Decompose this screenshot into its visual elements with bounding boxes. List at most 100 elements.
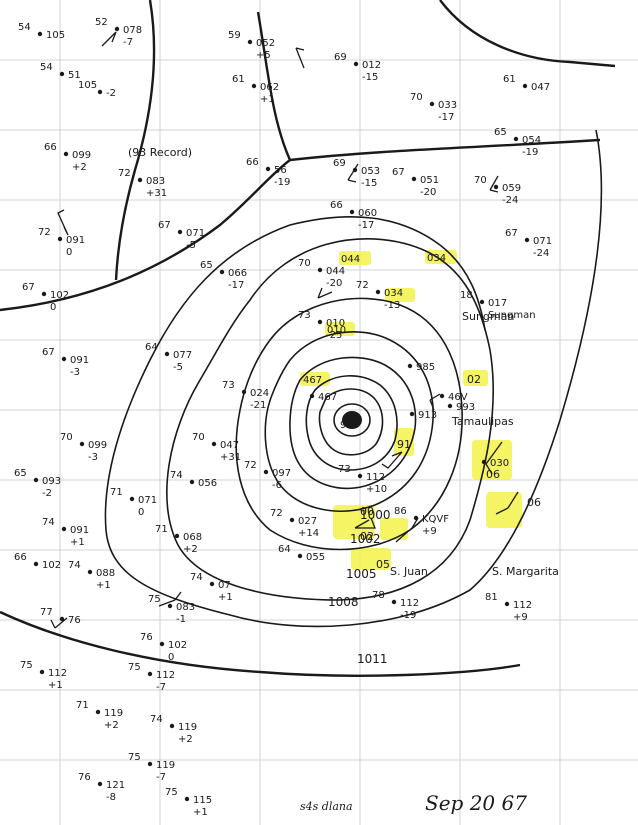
station-dot — [79, 441, 85, 447]
station-bottom-value: -5 — [173, 362, 183, 373]
station-top-value: 70 — [410, 92, 423, 103]
station-dot — [147, 761, 153, 767]
station-bottom-value: Sungman — [488, 310, 536, 321]
station-mid-value: 088 — [96, 568, 115, 579]
station-bottom-value: +2 — [104, 720, 119, 731]
station-bottom-value: 0 — [138, 507, 144, 518]
station-bottom-value: -15 — [362, 72, 378, 83]
station-mid-value: 112 — [400, 598, 419, 609]
station-top-value: 75 — [148, 594, 161, 605]
station-bottom-value: +1 — [96, 580, 111, 591]
station-bottom-value: -7 — [123, 37, 133, 48]
station-dot — [413, 515, 419, 521]
station-bottom-value: -17 — [438, 112, 454, 123]
station-mid-value: 093 — [42, 476, 61, 487]
station-mid-value: 76 — [68, 615, 81, 626]
station-dot — [57, 236, 63, 242]
place-label-sungman: Sungman — [462, 310, 514, 323]
station-dot — [317, 319, 323, 325]
station-mid-value: 091 — [70, 525, 89, 536]
station-dot — [33, 561, 39, 567]
hl-06a: 06 — [486, 468, 500, 481]
station-dot — [349, 209, 355, 215]
wind-barbs — [50, 31, 519, 629]
station-top-value: 76 — [78, 772, 91, 783]
station-dot — [352, 167, 358, 173]
analyst-signature: s4s dlana — [300, 800, 353, 813]
station-dot — [241, 389, 247, 395]
map-date: Sep 20 67 — [425, 791, 527, 815]
station-mid-value: 51 — [68, 70, 81, 81]
station-dot — [524, 237, 530, 243]
station-bottom-value: +1 — [193, 807, 208, 818]
station-top-value: 61 — [232, 74, 245, 85]
isobar-1000 — [289, 356, 417, 490]
station-dot — [59, 71, 65, 77]
station-mid-value: 078 — [123, 25, 142, 36]
station-dot — [251, 83, 257, 89]
station-dot — [129, 496, 135, 502]
station-dot — [95, 709, 101, 715]
station-dot — [411, 176, 417, 182]
station-bottom-value: -20 — [420, 187, 436, 198]
station-dot — [317, 267, 323, 273]
station-mid-value: 099 — [72, 150, 91, 161]
station-mid-value: 053 — [361, 166, 380, 177]
station-bottom-value: +2 — [178, 734, 193, 745]
station-mid-value: 077 — [173, 350, 192, 361]
station-top-value: 74 — [150, 714, 163, 725]
station-top-value: 75 — [128, 662, 141, 673]
annotations: (93 Record) S. Juan S. Margarita Tamauli… — [128, 146, 559, 578]
station-plot: 77 76 — [40, 607, 81, 626]
station-mid-value: 060 — [358, 208, 377, 219]
station-dot — [114, 26, 120, 32]
station-top-value: 69 — [334, 52, 347, 63]
station-mid-value: 119 — [104, 708, 123, 719]
station-top-value: 74 — [190, 572, 203, 583]
station-top-value: 70 — [298, 258, 311, 269]
station-bottom-value: -3 — [70, 367, 80, 378]
station-dot — [409, 411, 415, 417]
station-dot — [61, 526, 67, 532]
station-top-value: 59 — [228, 30, 241, 41]
hl-00: 00 — [360, 505, 374, 518]
station-top-value: 77 — [40, 607, 53, 618]
station-bottom-value: -7 — [156, 682, 166, 693]
station-top-value: 72 — [118, 168, 131, 179]
station-bottom-value: 0 — [66, 247, 72, 258]
station-mid-value: 017 — [488, 298, 507, 309]
station-bottom-value: +10 — [366, 484, 387, 495]
station-dot — [97, 89, 103, 95]
station-dot — [37, 31, 43, 37]
station-dot — [375, 289, 381, 295]
station-top-value: 76 — [140, 632, 153, 643]
station-dot — [174, 533, 180, 539]
station-bottom-value: -5 — [186, 240, 196, 251]
station-top-value: 61 — [503, 74, 516, 85]
station-dot — [219, 269, 225, 275]
station-mid-value: 102 — [168, 640, 187, 651]
station-dot — [167, 603, 173, 609]
station-dot — [504, 601, 510, 607]
station-mid-value: -2 — [106, 88, 116, 99]
station-bottom-value: 0 — [50, 302, 56, 313]
station-top-value: 67 — [392, 167, 405, 178]
isobar-label-1008: 1008 — [328, 595, 359, 609]
station-dot — [263, 469, 269, 475]
